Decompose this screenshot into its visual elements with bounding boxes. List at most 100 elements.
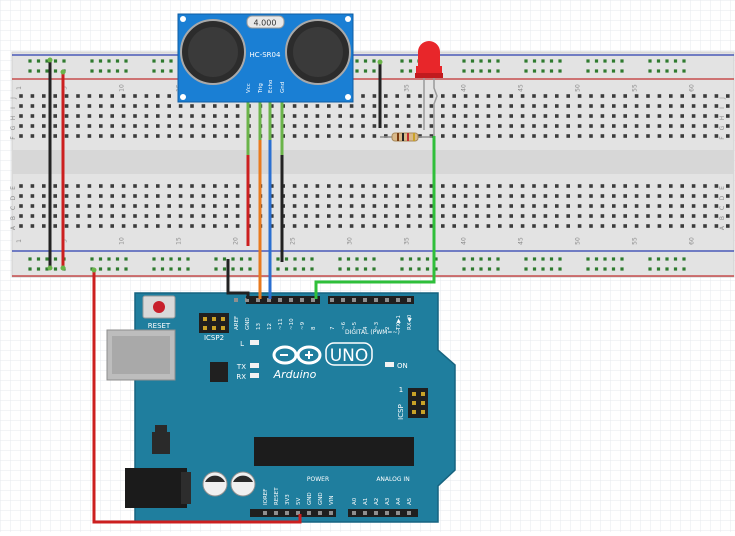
breadboard-hole [99, 114, 103, 118]
digital-header-pin [330, 298, 334, 302]
breadboard-hole [703, 194, 707, 198]
breadboard-hole [315, 224, 320, 228]
breadboard-hole [475, 94, 479, 98]
breadboard-hole [418, 214, 422, 218]
breadboard-hole [384, 214, 388, 218]
breadboard-hole [555, 224, 559, 228]
power-rail-hole [28, 257, 32, 261]
breadboard-hole [429, 194, 434, 198]
power-rail-hole [558, 59, 562, 63]
breadboard-hole [669, 134, 673, 138]
breadboard-hole [156, 94, 160, 98]
breadboard-hole [87, 114, 92, 118]
breadboard-hole [201, 184, 206, 188]
breadboard-hole [429, 204, 434, 208]
power-pin-label: GND [307, 492, 313, 505]
breadboard-hole [361, 224, 365, 228]
breadboard-hole [338, 114, 342, 118]
breadboard-hole [178, 134, 183, 138]
power-rail-hole [479, 59, 483, 63]
breadboard-hole [190, 204, 194, 208]
breadboard-holes [19, 59, 730, 271]
breadboard-hole [144, 184, 149, 188]
power-rail-hole [186, 267, 190, 271]
breadboard-hole [703, 214, 707, 218]
breadboard-hole [349, 204, 354, 208]
breadboard-hole [498, 204, 502, 208]
breadboard-hole [19, 214, 23, 218]
breadboard-hole [327, 134, 331, 138]
power-rail-hole [549, 257, 554, 261]
digital-header-pin [374, 298, 378, 302]
breadboard-hole [42, 194, 46, 198]
breadboard-hole [634, 94, 639, 98]
breadboard-hole [623, 184, 627, 188]
breadboard-hole [475, 214, 479, 218]
breadboard-hole [144, 124, 149, 128]
breadboard-hole [349, 214, 354, 218]
breadboard-hole [349, 184, 354, 188]
power-rail-hole [656, 257, 661, 261]
breadboard-hole [543, 224, 548, 228]
reset-button-cap[interactable] [153, 301, 165, 313]
breadboard-hole [463, 114, 468, 118]
power-rail-hole [586, 59, 590, 63]
breadboard-hole [121, 224, 126, 228]
power-rail-hole [372, 69, 376, 73]
power-rail-hole [611, 257, 616, 261]
capacitor-1 [202, 471, 228, 497]
breadboard-hole [64, 204, 69, 208]
bottom-header-pin [363, 511, 367, 515]
power-rail-hole [363, 59, 368, 63]
breadboard-hole [156, 194, 160, 198]
breadboard-hole [646, 124, 650, 128]
power-rail-hole [549, 69, 554, 73]
breadboard-hole [612, 224, 616, 228]
breadboard-hole [133, 214, 137, 218]
breadboard-hole [486, 124, 491, 128]
breadboard-hole [429, 134, 434, 138]
breadboard-hole [201, 224, 206, 228]
breadboard-hole [42, 214, 46, 218]
breadboard-hole [121, 204, 126, 208]
breadboard-column-number: 40 [461, 237, 468, 245]
breadboard-hole [577, 184, 582, 188]
breadboard-hole [669, 94, 673, 98]
breadboard-hole [555, 184, 559, 188]
breadboard-column-number: 40 [461, 84, 468, 92]
icsp-pin1-label: 1 [399, 386, 403, 394]
power-rail-hole [372, 257, 376, 261]
breadboard-hole [543, 104, 548, 108]
breadboard-hole [53, 214, 57, 218]
breadboard-hole [349, 104, 354, 108]
breadboard-hole [372, 194, 377, 198]
breadboard-hole [327, 194, 331, 198]
power-rail-hole [400, 69, 404, 73]
breadboard-hole [178, 124, 183, 128]
breadboard-hole [372, 114, 377, 118]
breadboard-hole [64, 214, 69, 218]
breadboard-hole [509, 124, 513, 128]
power-rail-hole [586, 267, 590, 271]
power-rail-hole [301, 257, 306, 261]
power-rail-hole [124, 257, 128, 261]
breadboard-hole [304, 224, 308, 228]
breadboard-hole [235, 214, 240, 218]
breadboard-hole [532, 104, 536, 108]
breadboard-hole [292, 194, 297, 198]
breadboard-hole [623, 214, 627, 218]
breadboard-hole [441, 124, 445, 128]
breadboard-hole [726, 94, 730, 98]
breadboard-hole [452, 194, 456, 198]
breadboard-hole [600, 184, 605, 188]
breadboard-hole [589, 214, 593, 218]
breadboard-hole [30, 104, 35, 108]
breadboard-hole [19, 134, 23, 138]
power-rail-hole [425, 257, 430, 261]
breadboard-hole [167, 124, 171, 128]
breadboard-hole [144, 134, 149, 138]
power-rail-hole [115, 267, 120, 271]
breadboard-hole [589, 194, 593, 198]
power-rail-hole [524, 69, 528, 73]
